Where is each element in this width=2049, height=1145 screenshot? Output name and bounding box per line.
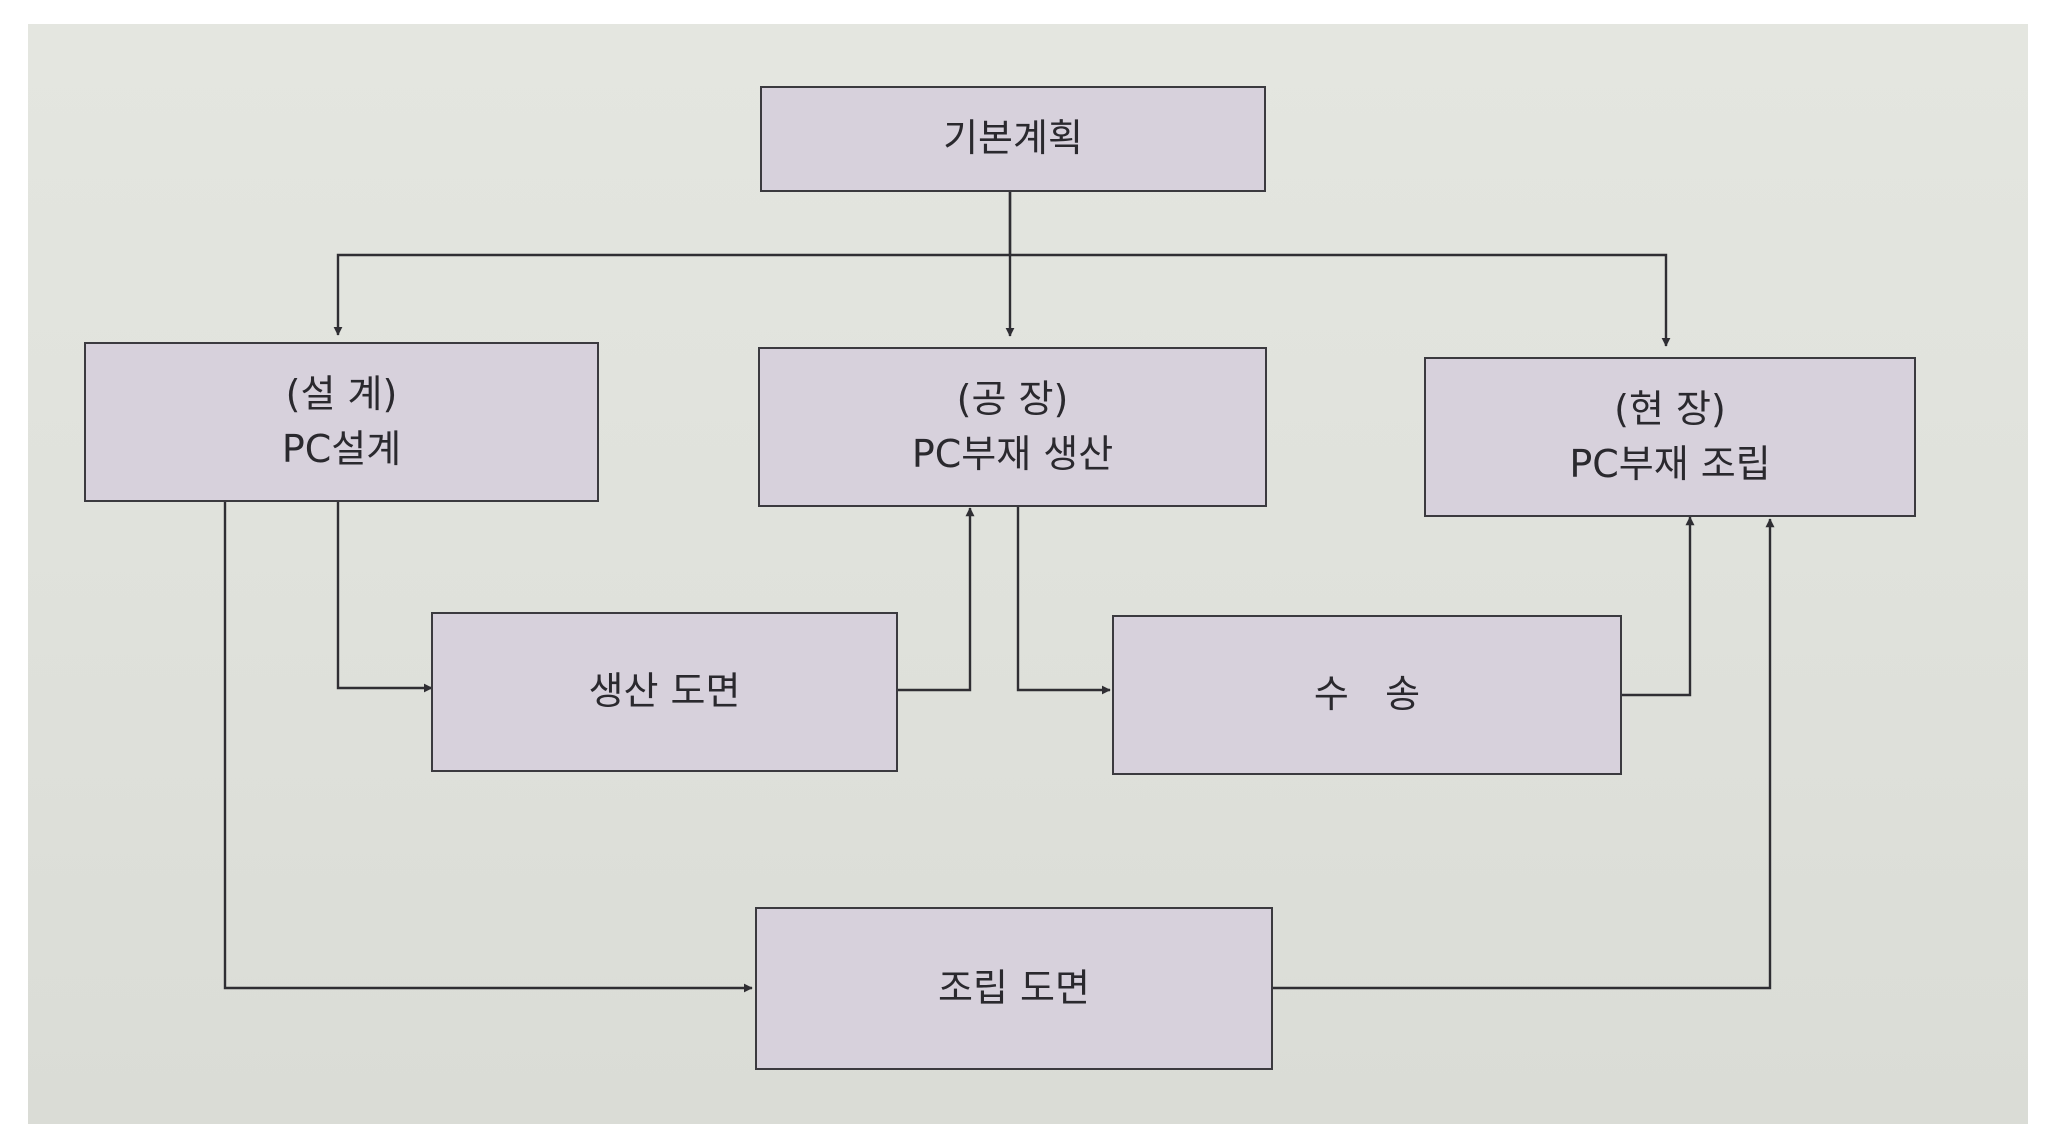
transport-label: 수 송 [1313,672,1421,717]
basic-plan-box: 기본계획 [760,86,1266,192]
edge-plan-to-design [333,190,1012,336]
design-category: (설 계) [285,371,398,416]
factory-box: (공 장) PC부재 생산 [758,347,1267,507]
edge-design-to-assembly-drawing [223,502,753,993]
assembly-drawing-box: 조립 도면 [755,907,1273,1070]
edge-factory-to-transport [1016,507,1111,695]
edge-design-to-production-drawing [336,502,433,693]
assembly-drawing-label: 조립 도면 [938,965,1090,1010]
site-box: (현 장) PC부재 조립 [1424,357,1916,517]
design-label: PC설계 [281,427,402,471]
production-drawing-label: 생산 도면 [588,669,741,714]
edge-assembly-drawing-to-site [1272,518,1775,990]
production-drawing-box: 생산 도면 [431,612,898,772]
site-label: PC부재 조립 [1569,442,1771,486]
edge-production-drawing-to-factory [897,507,975,692]
edge-transport-to-site [1620,516,1695,697]
factory-label: PC부재 생산 [911,432,1114,476]
design-box: (설 계) PC설계 [84,342,599,502]
factory-category: (공 장) [956,376,1069,421]
basic-plan-label: 기본계획 [943,116,1083,161]
site-category: (현 장) [1614,386,1726,431]
edge-plan-to-site [1010,253,1671,347]
transport-box: 수 송 [1112,615,1622,775]
